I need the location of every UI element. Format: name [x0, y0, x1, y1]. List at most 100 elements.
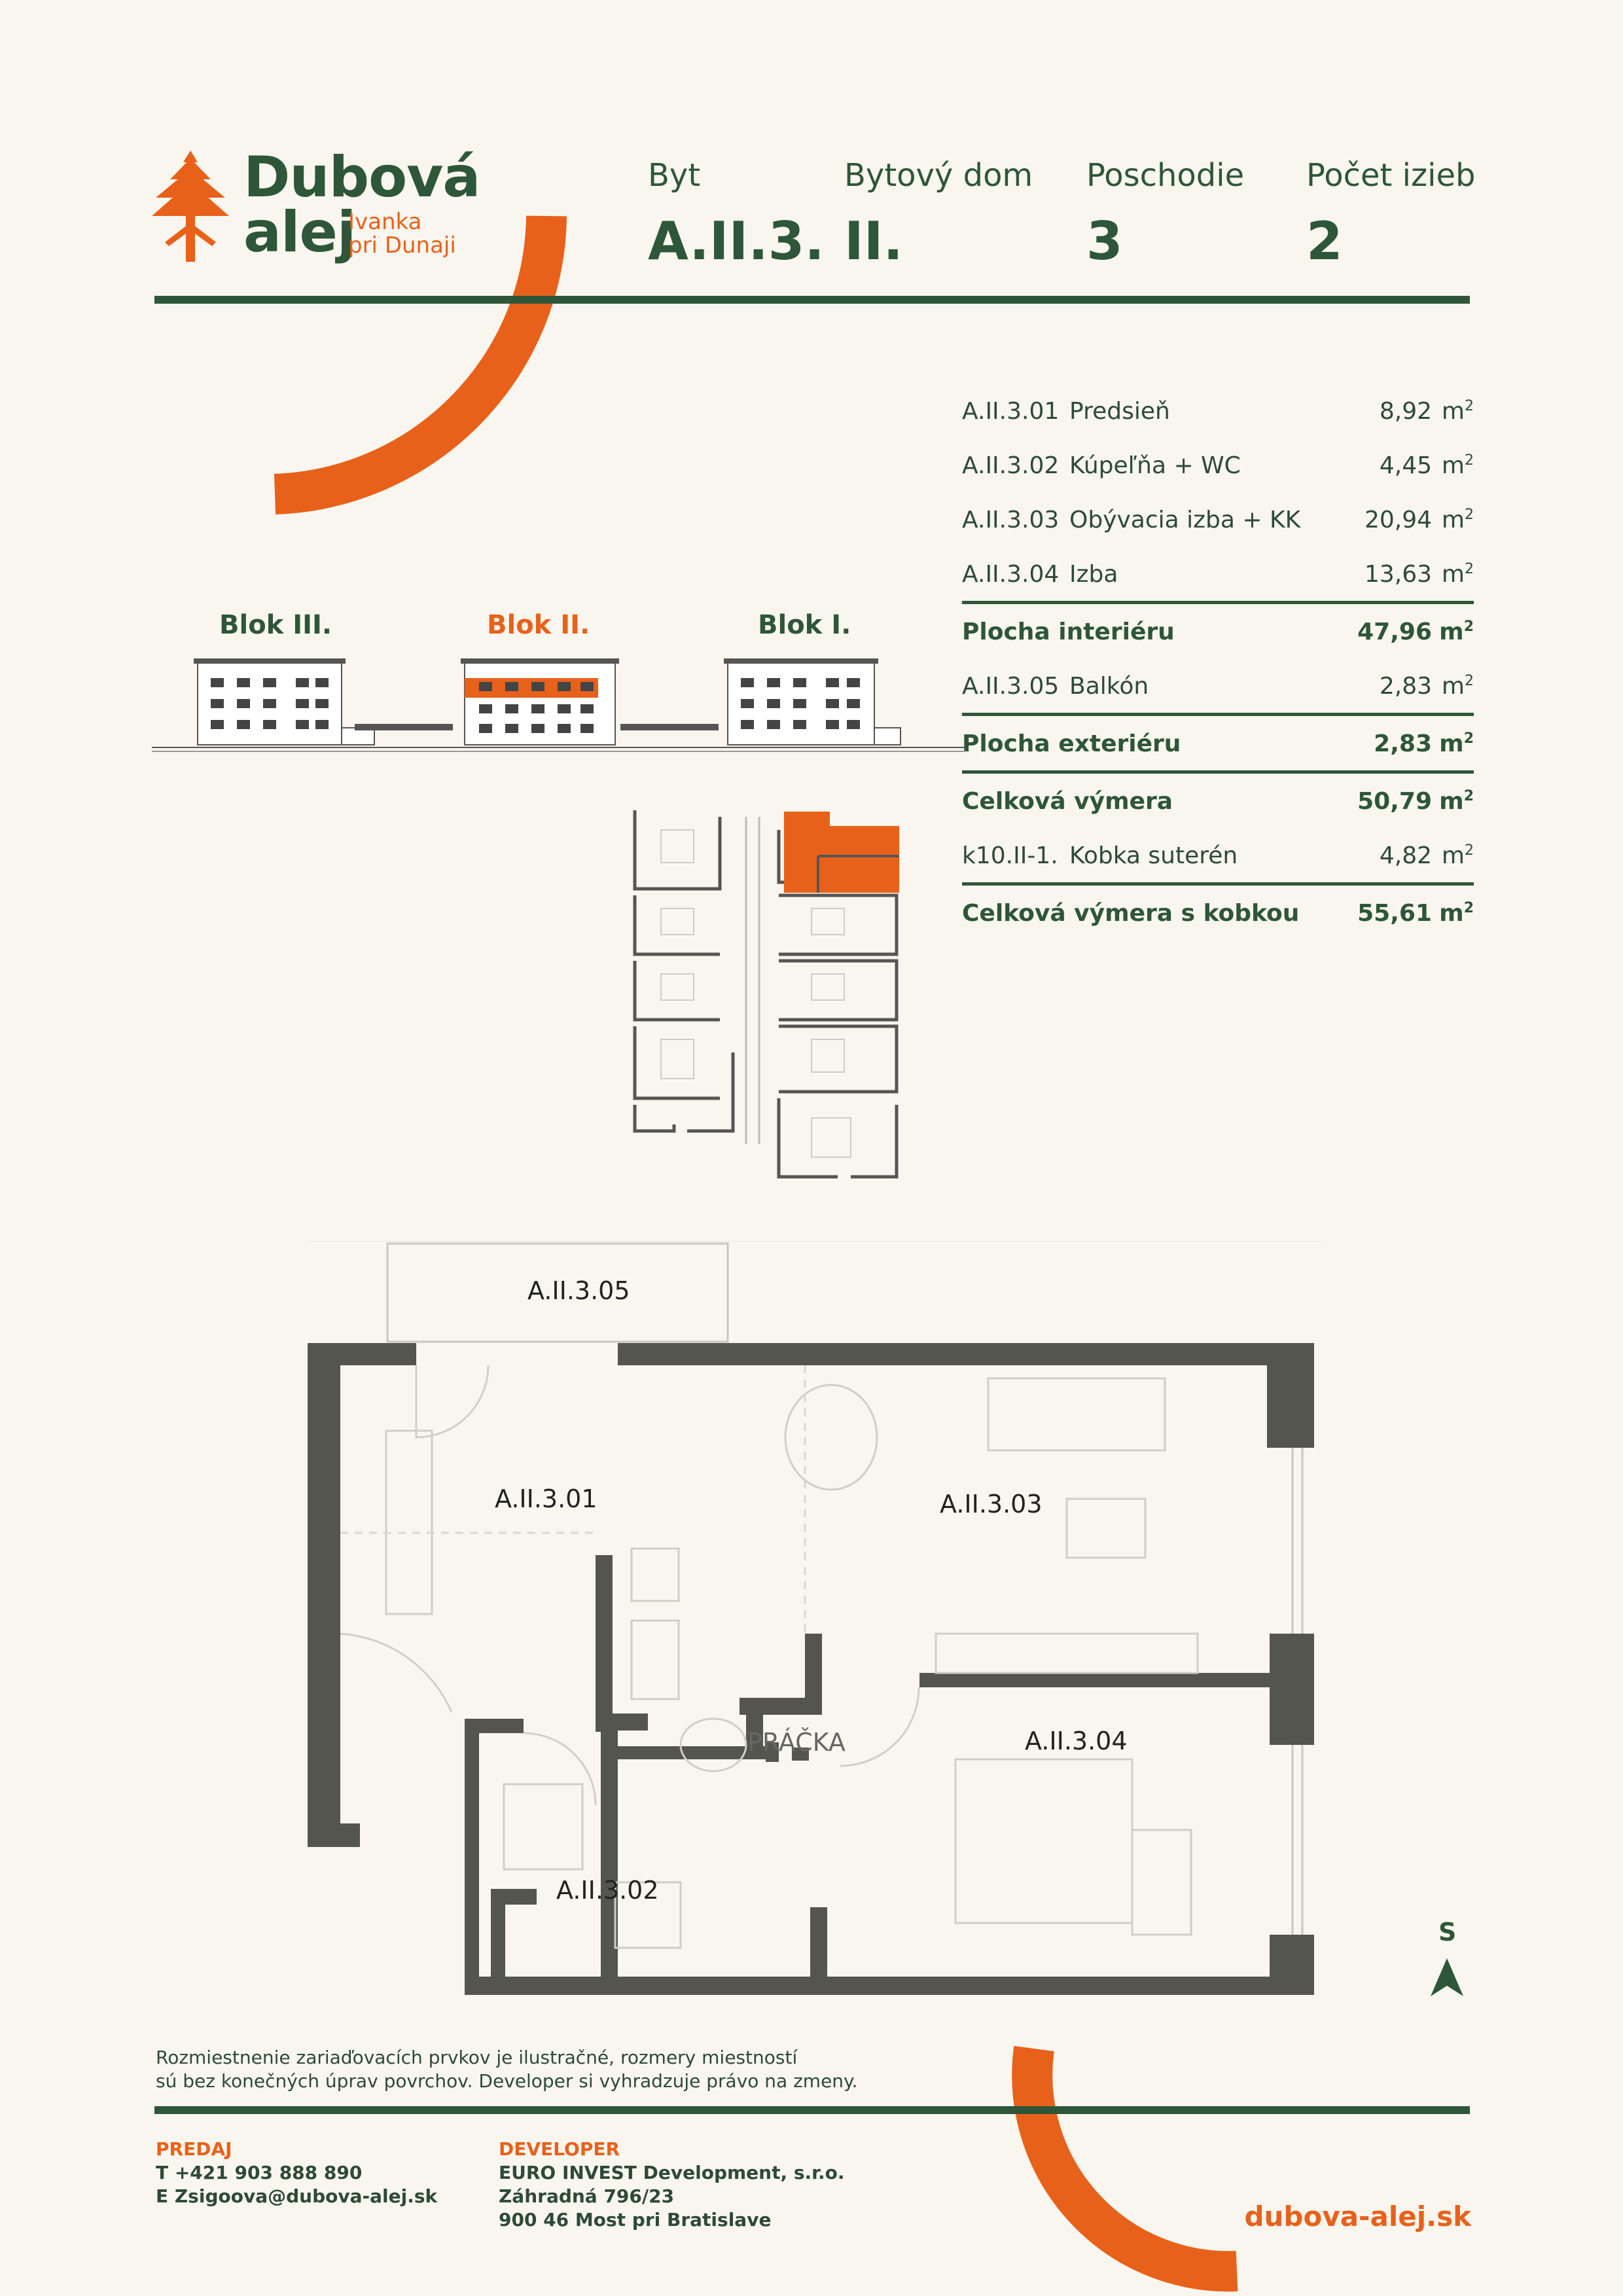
header-label-byt: Byt — [648, 157, 701, 194]
block-label-2: Blok II. — [487, 610, 590, 640]
room-label-bedroom: A.II.3.04 — [1025, 1727, 1128, 1755]
area-unit: m2 — [1441, 507, 1474, 533]
balcony-outline — [386, 1242, 729, 1343]
header-label-poschodie: Poschodie — [1086, 157, 1245, 194]
developer-title: DEVELOPER — [499, 2138, 620, 2160]
building-block-3 — [194, 658, 375, 745]
disclaimer-line1: Rozmiestnenie zariaďovacích prvkov je il… — [156, 2047, 798, 2068]
building-elevation — [152, 658, 966, 752]
footer-divider — [154, 2106, 1470, 2114]
area-unit: m2 — [1441, 561, 1474, 588]
room-area: 4,45 — [1379, 452, 1432, 479]
cellar-row: k10.II-1. Kobka suterén 4,82 m2 — [962, 828, 1474, 886]
room-row: A.II.3.02 Kúpeľňa + WC 4,45 m2 — [962, 438, 1474, 492]
building-block-2 — [461, 658, 619, 745]
exterior-total-row: Plocha exteriéru 2,83 m2 — [962, 716, 1474, 774]
brand-name-line2: alej — [243, 200, 356, 265]
header-label-dom: Bytový dom — [844, 157, 1033, 194]
area-unit: m2 — [1439, 900, 1474, 927]
room-area: 2,83 — [1379, 673, 1432, 700]
developer-contact: DEVELOPER EURO INVEST Development, s.r.o… — [499, 2138, 845, 2232]
header-divider — [154, 296, 1470, 304]
disclaimer-line2: sú bez konečných úprav povrchov. Develop… — [156, 2070, 858, 2092]
windows — [1291, 1448, 1304, 1935]
total-with-cellar-area: 55,61 — [1357, 900, 1432, 927]
room-label-bathroom: A.II.3.02 — [556, 1876, 659, 1905]
room-area: 20,94 — [1364, 507, 1432, 533]
header-value-izieb: 2 — [1306, 211, 1343, 272]
exterior-total-area: 2,83 — [1374, 730, 1432, 757]
area-unit: m2 — [1439, 788, 1474, 815]
room-label-hall: A.II.3.01 — [495, 1484, 597, 1513]
brand-logo: Dubová alej Ivanka pri Dunaji — [152, 149, 480, 267]
room-name: Predsieň — [1069, 398, 1170, 425]
room-label-living: A.II.3.03 — [940, 1490, 1043, 1518]
door-swings — [340, 1365, 920, 1806]
interior-total-row: Plocha interiéru 47,96 m2 — [962, 604, 1474, 658]
sales-title: PREDAJ — [156, 2138, 232, 2160]
total-with-cellar-row: Celková výmera s kobkou 55,61 m2 — [962, 886, 1474, 940]
sales-email[interactable]: E Zsigoova@dubova-alej.sk — [156, 2185, 438, 2207]
developer-company: EURO INVEST Development, s.r.o. — [499, 2162, 845, 2183]
decorative-arc-bottom — [1012, 2045, 1238, 2292]
room-area: 13,63 — [1364, 561, 1432, 588]
room-name: Izba — [1069, 561, 1118, 588]
area-unit: m2 — [1441, 842, 1474, 869]
rooms-table: A.II.3.01 Predsieň 8,92 m2 A.II.3.02 Kúp… — [962, 384, 1474, 940]
header-value-poschodie: 3 — [1086, 211, 1123, 272]
block-label-1: Blok I. — [758, 610, 851, 640]
room-name: Kobka suterén — [1069, 842, 1238, 869]
brand-name-line1: Dubová — [243, 145, 480, 210]
area-unit: m2 — [1439, 619, 1474, 645]
walls — [308, 1343, 1314, 1995]
block-label-3: Blok III. — [219, 610, 332, 640]
header-value-dom: II. — [844, 211, 903, 272]
room-label-laundry: PRÁČKA — [747, 1728, 846, 1757]
brand-location-line1: Ivanka — [348, 209, 422, 235]
brand-location-line2: pri Dunaji — [348, 232, 456, 259]
sales-contact: PREDAJ T +421 903 888 890 E Zsigoova@dub… — [156, 2138, 437, 2208]
area-unit: m2 — [1441, 398, 1474, 425]
room-code: A.II.3.04 — [962, 561, 1060, 588]
room-label-balcony: A.II.3.05 — [527, 1276, 630, 1305]
disclaimer: Rozmiestnenie zariaďovacích prvkov je il… — [156, 2046, 858, 2093]
total-label: Celková výmera — [962, 788, 1173, 815]
room-dividers — [340, 1365, 806, 1634]
sales-phone[interactable]: T +421 903 888 890 — [156, 2162, 363, 2183]
header-label-izieb: Počet izieb — [1306, 157, 1476, 194]
room-row: A.II.3.03 Obývacia izba + KK 20,94 m2 — [962, 492, 1474, 547]
area-unit: m2 — [1439, 730, 1474, 757]
room-code: A.II.3.02 — [962, 452, 1060, 479]
developer-street: Záhradná 796/23 — [499, 2185, 675, 2207]
room-code: A.II.3.03 — [962, 507, 1060, 533]
furniture — [385, 1377, 1199, 1949]
developer-city: 900 46 Most pri Bratislave — [499, 2209, 772, 2231]
total-with-cellar-label: Celková výmera s kobkou — [962, 900, 1300, 927]
total-area: 50,79 — [1357, 788, 1432, 815]
room-name: Balkón — [1069, 673, 1149, 700]
room-name: Obývacia izba + KK — [1069, 507, 1301, 533]
room-area: 8,92 — [1379, 398, 1432, 425]
room-code: k10.II-1. — [962, 842, 1058, 869]
room-row: A.II.3.01 Predsieň 8,92 m2 — [962, 384, 1474, 438]
website-link[interactable]: dubova-alej.sk — [1244, 2200, 1471, 2233]
room-code: A.II.3.05 — [962, 673, 1060, 700]
connector-roof — [355, 724, 453, 730]
total-row: Celková výmera 50,79 m2 — [962, 774, 1474, 828]
floor-key-plan — [633, 810, 899, 1179]
oak-tree-icon — [152, 151, 229, 262]
decorative-arc-top — [274, 215, 567, 514]
area-unit: m2 — [1441, 452, 1474, 479]
floor-plan — [308, 1241, 1322, 1995]
north-arrow-icon — [1431, 1958, 1463, 1996]
room-area: 4,82 — [1379, 842, 1432, 869]
room-code: A.II.3.01 — [962, 398, 1060, 425]
connector-roof — [620, 724, 719, 730]
area-unit: m2 — [1441, 673, 1474, 700]
building-block-1 — [724, 658, 901, 745]
room-row: A.II.3.04 Izba 13,63 m2 — [962, 547, 1474, 604]
interior-total-area: 47,96 — [1357, 619, 1432, 645]
header-value-byt: A.II.3. — [648, 211, 825, 272]
interior-total-label: Plocha interiéru — [962, 619, 1175, 645]
exterior-total-label: Plocha exteriéru — [962, 730, 1181, 757]
